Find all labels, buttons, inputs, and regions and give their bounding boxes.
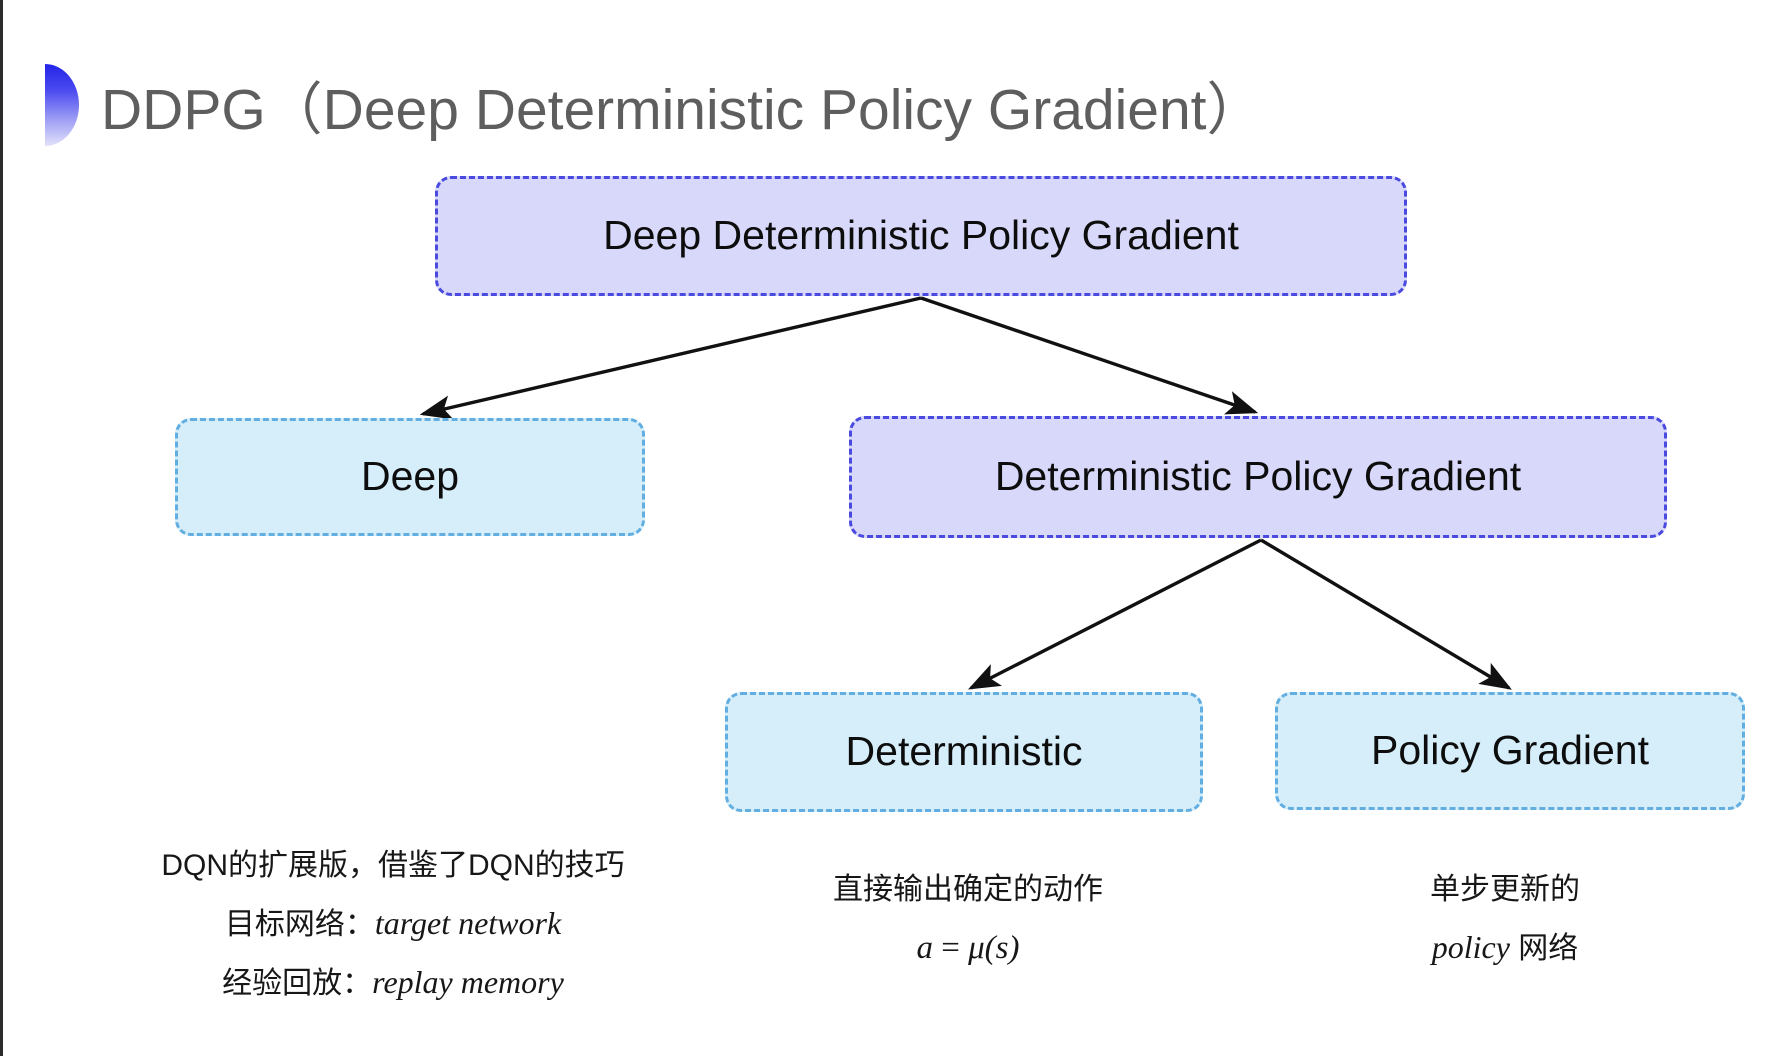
formula-rhs: μ(s) <box>968 929 1020 966</box>
node-label: Deep <box>360 453 459 500</box>
node-deterministic[interactable]: Deterministic <box>725 692 1203 812</box>
page-title: DDPG（Deep Deterministic Policy Gradient） <box>45 62 1264 148</box>
formula-lhs: a <box>916 929 933 966</box>
caption-policy-gradient-italic: policy <box>1431 928 1510 965</box>
caption-policy-gradient-line-2: policy 网络 <box>1325 918 1685 977</box>
caption-deep-line-2-label: 目标网络： <box>224 907 375 941</box>
caption-deterministic: 直接输出确定的动作 a = μ(s) <box>773 862 1163 979</box>
edge-root-to-dpg <box>920 296 1259 415</box>
caption-deep-line-2: 目标网络：target network <box>103 894 683 953</box>
edge-dpg-to-policy-gradient <box>1260 538 1512 690</box>
node-policy-gradient[interactable]: Policy Gradient <box>1275 692 1745 810</box>
caption-deterministic-formula: a = μ(s) <box>773 918 1163 979</box>
node-label: Policy Gradient <box>1370 727 1649 774</box>
edge-dpg-to-deterministic <box>967 538 1262 690</box>
node-label: Deep Deterministic Policy Gradient <box>603 212 1239 259</box>
caption-deterministic-line-1: 直接输出确定的动作 <box>833 873 1103 906</box>
node-deep-deterministic-policy-gradient[interactable]: Deep Deterministic Policy Gradient <box>435 176 1407 296</box>
caption-policy-gradient: 单步更新的 policy 网络 <box>1325 862 1685 977</box>
node-label: Deterministic Policy Gradient <box>994 453 1522 500</box>
caption-policy-gradient-line-1: 单步更新的 <box>1430 873 1580 906</box>
caption-deep-line-3-label: 经验回放： <box>222 966 373 1000</box>
page-title-text: DDPG（Deep Deterministic Policy Gradient） <box>101 78 1264 142</box>
node-label: Deterministic <box>845 728 1083 775</box>
caption-deep-line-3: 经验回放：replay memory <box>103 953 683 1012</box>
caption-deep-line-2-italic: target network <box>374 904 562 941</box>
caption-deep-line-3-italic: replay memory <box>372 963 564 1000</box>
node-deep[interactable]: Deep <box>175 418 645 536</box>
caption-deep-line-1: DQN的扩展版，借鉴了DQN的技巧 <box>161 849 625 882</box>
caption-deep: DQN的扩展版，借鉴了DQN的技巧 目标网络：target network 经验… <box>103 838 683 1012</box>
half-circle-gradient-icon <box>45 64 79 146</box>
edge-root-to-deep <box>419 296 922 420</box>
caption-policy-gradient-rest: 网络 <box>1509 931 1579 965</box>
formula-operator: = <box>932 929 969 966</box>
node-deterministic-policy-gradient[interactable]: Deterministic Policy Gradient <box>849 416 1667 538</box>
